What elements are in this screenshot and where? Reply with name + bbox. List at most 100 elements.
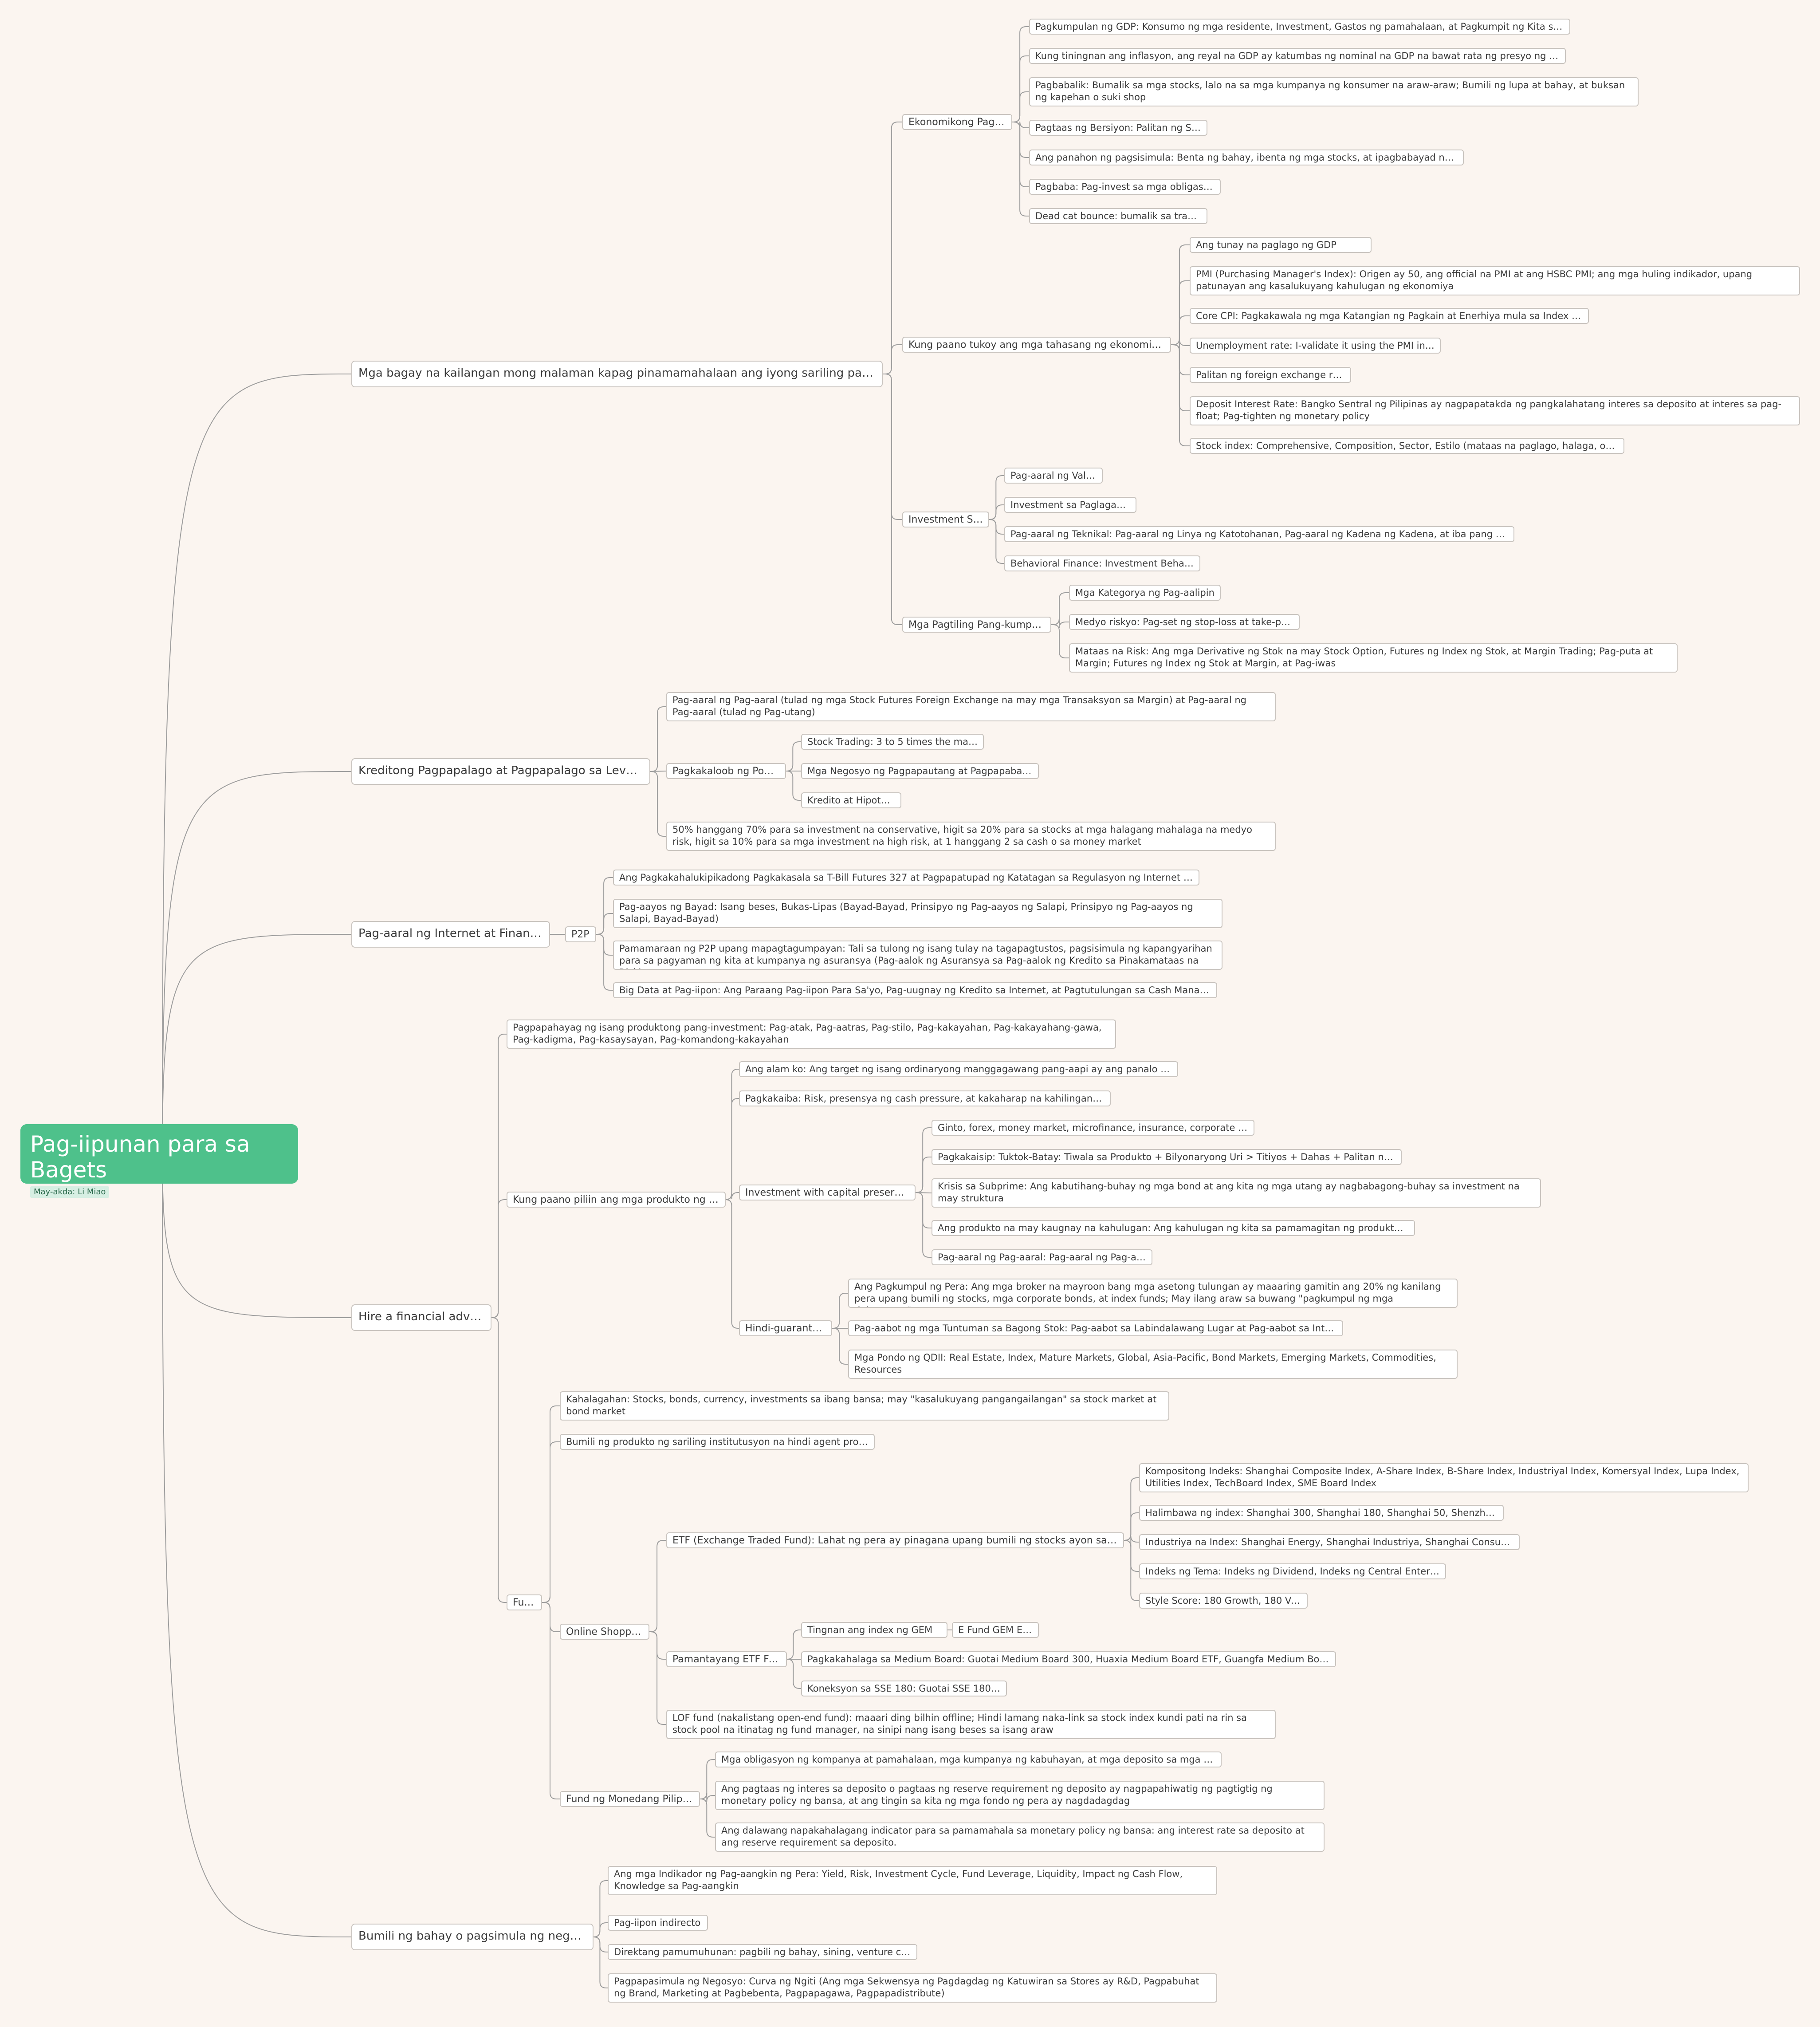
topic-b1[interactable]: Mga bagay na kailangan mong malaman kapa…	[351, 361, 883, 387]
topic-b1p[interactable]: Mga Pagtiling Pang-kumpanya	[902, 617, 1051, 633]
author-tag: May-akda: Li Miao	[30, 1186, 110, 1198]
topic-c4[interactable]: Pag-aaral ng Pag-aaral: Pag-aaral ng Pag…	[932, 1249, 1152, 1265]
topic-pm[interactable]: Pamantayang ETF Fund	[666, 1651, 787, 1667]
topic-f2[interactable]: Kredito at Hipoteca	[801, 792, 901, 808]
topic-q3[interactable]: Big Data at Pag-iipon: Ang Paraang Pag-i…	[613, 982, 1217, 998]
topic-b2f[interactable]: Pagkakaloob ng Pondo	[666, 763, 786, 779]
connector-b2	[162, 771, 352, 1154]
topic-c1[interactable]: Pagkakaisip: Tuktok-Batay: Tiwala sa Pro…	[932, 1149, 1402, 1165]
topic-b4[interactable]: Hire a financial advisor	[351, 1304, 491, 1331]
topic-m2[interactable]: Ang dalawang napakahalagang indicator pa…	[715, 1822, 1325, 1852]
topic-p2[interactable]: Mataas na Risk: Ang mga Derivative ng St…	[1069, 643, 1678, 673]
connector-p2	[1051, 624, 1069, 658]
topic-h0[interactable]: Ang Pagkumpul ng Pera: Ang mga broker na…	[848, 1279, 1458, 1308]
topic-g0[interactable]: Tingnan ang index ng GEM	[801, 1622, 947, 1638]
topic-x2[interactable]: Industriya na Index: Shanghai Energy, Sh…	[1139, 1534, 1520, 1550]
topic-s2[interactable]: Pag-aaral ng Teknikal: Pag-aaral ng Liny…	[1004, 526, 1514, 542]
topic-m1[interactable]: Ang pagtaas ng interes sa deposito o pag…	[715, 1781, 1325, 1810]
topic-cp[interactable]: Investment with capital preservation	[739, 1185, 916, 1200]
root-topic[interactable]: Pag-iipunan para sa Bagets May-akda: Li …	[20, 1124, 298, 1198]
topic-s1[interactable]: Investment sa Paglaganap	[1004, 497, 1136, 513]
topic-p1[interactable]: Medyo riskyo: Pag-set ng stop-loss at ta…	[1069, 614, 1300, 630]
topic-x3[interactable]: Indeks ng Tema: Indeks ng Dividend, Inde…	[1139, 1563, 1446, 1579]
topic-t6[interactable]: Stock index: Comprehensive, Composition,…	[1190, 438, 1624, 454]
topic-g3[interactable]: Koneksyon sa SSE 180: Guotai SSE 180 Gol…	[801, 1681, 1007, 1696]
topic-e3[interactable]: Pagtaas ng Bersiyon: Palitan ng Stok	[1029, 120, 1207, 136]
topic-e4[interactable]: Ang panahon ng pagsisimula: Benta ng bah…	[1029, 150, 1464, 165]
topic-r3[interactable]: Pagpapasimula ng Negosyo: Curva ng Ngiti…	[608, 1973, 1217, 2003]
topic-g2[interactable]: Pagkakahalaga sa Medium Board: Guotai Me…	[801, 1651, 1336, 1667]
topic-x0[interactable]: Kompositong Indeks: Shanghai Composite I…	[1139, 1463, 1749, 1492]
topic-t5[interactable]: Deposit Interest Rate: Bangko Sentral ng…	[1190, 396, 1800, 425]
topic-s0[interactable]: Pag-aaral ng Value	[1004, 468, 1103, 484]
topic-f0[interactable]: Stock Trading: 3 to 5 times the margin	[801, 734, 984, 750]
topic-c3[interactable]: Ang produkto na may kaugnay na kahulugan…	[932, 1220, 1415, 1236]
topic-g1[interactable]: E Fund GEM ETF	[952, 1622, 1039, 1638]
topic-ch[interactable]: Kung paano piliin ang mga produkto ng pe…	[507, 1192, 726, 1208]
topic-ca[interactable]: Ang alam ko: Ang target ng isang ordinar…	[739, 1061, 1178, 1077]
topic-t2[interactable]: Core CPI: Pagkakawala ng mga Katangian n…	[1190, 308, 1589, 324]
connector-cp	[725, 1192, 739, 1200]
topic-fk[interactable]: Kahalagahan: Stocks, bonds, currency, in…	[560, 1391, 1169, 1421]
topic-t0[interactable]: Ang tunay na paglago ng GDP	[1190, 237, 1372, 253]
topic-c2[interactable]: Krisis sa Subprime: Ang kabutihang-buhay…	[932, 1178, 1541, 1208]
connector-p1	[1051, 618, 1069, 629]
topic-c0[interactable]: Ginto, forex, money market, microfinance…	[932, 1120, 1254, 1136]
topic-t3[interactable]: Unemployment rate: I-validate it using t…	[1190, 338, 1441, 354]
topic-b5[interactable]: Bumili ng bahay o pagsimula ng negosyo	[351, 1924, 594, 1950]
topic-on[interactable]: Online Shopping	[560, 1624, 649, 1640]
topic-b3p[interactable]: P2P	[565, 926, 596, 942]
topic-q2[interactable]: Pamamaraan ng P2P upang mapagtagumpayan:…	[613, 941, 1223, 970]
connector-r3	[594, 1936, 608, 1988]
topic-fd[interactable]: Fund	[507, 1594, 542, 1610]
topic-p0[interactable]: Mga Kategorya ng Pag-aalipin	[1069, 585, 1221, 601]
connector-ch	[491, 1199, 507, 1318]
connector-lf	[649, 1631, 666, 1725]
topic-r1[interactable]: Pag-iipon indirecto	[608, 1915, 708, 1931]
topic-b1e[interactable]: Ekonomikong Pag-ulit	[902, 114, 1012, 130]
topic-e2[interactable]: Pagbabalik: Bumalik sa mga stocks, lalo …	[1029, 77, 1639, 106]
topic-r0[interactable]: Ang mga Indikador ng Pag-aangkin ng Pera…	[608, 1866, 1217, 1895]
topic-e5[interactable]: Pagbaba: Pag-invest sa mga obligasyon	[1029, 179, 1221, 195]
topic-h1[interactable]: Pag-aabot ng mga Tuntuman sa Bagong Stok…	[848, 1320, 1343, 1336]
topic-q1[interactable]: Pag-aayos ng Bayad: Isang beses, Bukas-L…	[613, 899, 1223, 928]
topic-ck[interactable]: Pagkakaiba: Risk, presensya ng cash pres…	[739, 1090, 1111, 1106]
topic-e0[interactable]: Pagkumpulan ng GDP: Konsumo ng mga resid…	[1029, 19, 1570, 35]
topic-m0[interactable]: Mga obligasyon ng kompanya at pamahalaan…	[715, 1751, 1222, 1767]
topic-fb[interactable]: Bumili ng produkto ng sariling institutu…	[560, 1434, 875, 1450]
connector-q1	[596, 913, 613, 935]
connector-e6	[1012, 122, 1029, 216]
root-title: Pag-iipunan para sa Bagets	[30, 1131, 250, 1183]
topic-e6[interactable]: Dead cat bounce: bumalik sa trading	[1029, 208, 1207, 224]
topic-lf[interactable]: LOF fund (nakalistang open-end fund): ma…	[666, 1710, 1276, 1739]
connector-s1	[989, 504, 1004, 520]
connector-m2	[700, 1799, 715, 1838]
topic-q0[interactable]: Ang Pagkakahalukipikadong Pagkakasala sa…	[613, 870, 1199, 886]
connector-q3	[596, 934, 613, 991]
topic-b2a[interactable]: Pag-aaral ng Pag-aaral (tulad ng mga Sto…	[666, 692, 1276, 721]
topic-mn[interactable]: Fund ng Monedang Pilipino	[560, 1791, 700, 1807]
topic-e1[interactable]: Kung tiningnan ang inflasyon, ang reyal …	[1029, 48, 1566, 64]
topic-et[interactable]: ETF (Exchange Traded Fund): Lahat ng per…	[666, 1532, 1124, 1548]
connector-x1	[1124, 1512, 1139, 1541]
connector-t2	[1171, 315, 1190, 345]
topic-h2[interactable]: Mga Pondo ng QDII: Real Estate, Index, M…	[848, 1350, 1458, 1379]
topic-s3[interactable]: Behavioral Finance: Investment Behavior	[1004, 555, 1200, 571]
connector-b1t	[883, 344, 902, 374]
topic-r2[interactable]: Direktang pamumuhunan: pagbili ng bahay,…	[608, 1944, 917, 1960]
topic-b1s[interactable]: Investment Style	[902, 512, 989, 527]
topic-d0[interactable]: Pagpapahayag ng isang produktong pang-in…	[507, 1019, 1116, 1049]
topic-t1[interactable]: PMI (Purchasing Manager's Index): Origen…	[1190, 266, 1800, 295]
topic-b2[interactable]: Kreditong Pagpapalago at Pagpapalago sa …	[351, 758, 650, 785]
topic-f1[interactable]: Mga Negosyo ng Pagpapautang at Pagpapaba…	[801, 763, 1039, 779]
topic-b2c[interactable]: 50% hanggang 70% para sa investment na c…	[666, 822, 1276, 851]
topic-hn[interactable]: Hindi-guaranteed	[739, 1320, 832, 1336]
topic-x1[interactable]: Halimbawa ng index: Shanghai 300, Shangh…	[1139, 1505, 1504, 1521]
connector-c4	[916, 1192, 932, 1258]
topic-b1t[interactable]: Kung paano tukoy ang mga tahasang ng eko…	[902, 337, 1171, 353]
connector-b5	[162, 1153, 352, 1937]
topic-t4[interactable]: Palitan ng foreign exchange rate:	[1190, 367, 1351, 383]
topic-x4[interactable]: Style Score: 180 Growth, 180 Value	[1139, 1593, 1308, 1609]
topic-b3[interactable]: Pag-aaral ng Internet at Finansiya	[351, 921, 550, 948]
